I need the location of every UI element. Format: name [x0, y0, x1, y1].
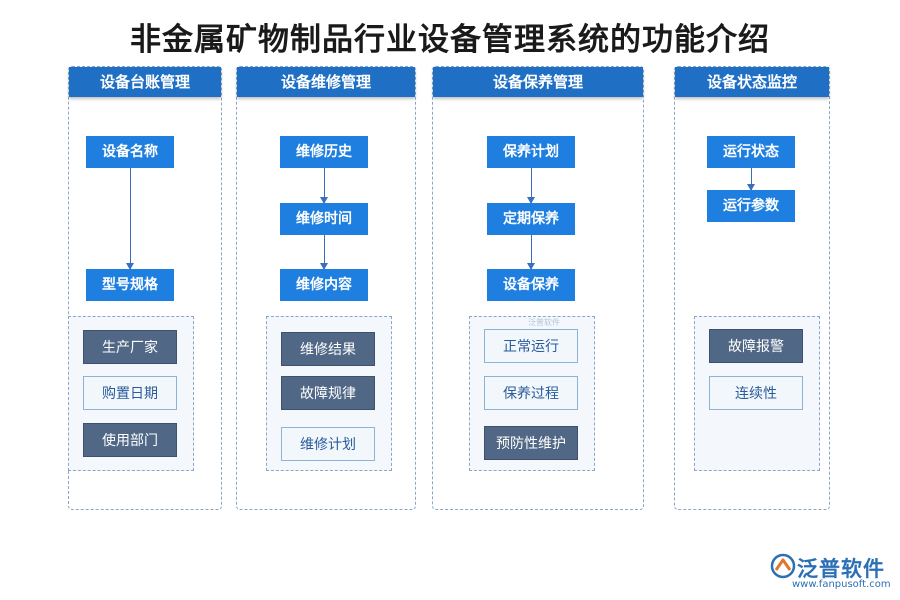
flow-node: 维修时间 — [280, 203, 368, 235]
flow-arrow — [527, 168, 535, 204]
column-equipment-ledger: 设备台账管理 — [68, 66, 222, 510]
sub-item: 保养过程 — [484, 376, 578, 410]
column-header: 设备台账管理 — [69, 67, 221, 97]
flow-node: 定期保养 — [487, 203, 575, 235]
sub-item: 连续性 — [709, 376, 803, 410]
logo-text: 泛普软件 — [797, 557, 885, 581]
sub-item: 故障报警 — [709, 329, 803, 363]
column-equipment-upkeep: 设备保养管理 — [432, 66, 644, 510]
flow-arrow — [320, 168, 328, 204]
flow-arrow — [126, 168, 134, 270]
flow-node: 型号规格 — [86, 269, 174, 301]
column-header: 设备状态监控 — [675, 67, 829, 97]
watermark-small: 泛普软件 — [528, 318, 560, 327]
column-equipment-maintenance: 设备维修管理 — [236, 66, 416, 510]
sub-item: 生产厂家 — [83, 330, 177, 364]
sub-item: 故障规律 — [281, 376, 375, 410]
flow-arrow — [747, 168, 755, 191]
column-header: 设备保养管理 — [433, 67, 643, 97]
sub-item: 维修计划 — [281, 427, 375, 461]
flow-node: 保养计划 — [487, 136, 575, 168]
sub-item: 使用部门 — [83, 423, 177, 457]
flow-node: 运行状态 — [707, 136, 795, 168]
sub-item: 维修结果 — [281, 332, 375, 366]
logo-icon — [770, 553, 796, 579]
column-header: 设备维修管理 — [237, 67, 415, 97]
flow-node: 维修内容 — [280, 269, 368, 301]
sub-item: 正常运行 — [484, 329, 578, 363]
column-equipment-monitoring: 设备状态监控 — [674, 66, 830, 510]
flow-arrow — [527, 235, 535, 270]
flow-arrow — [320, 235, 328, 270]
logo-url: www.fanpusoft.com — [792, 579, 891, 590]
flow-node: 维修历史 — [280, 136, 368, 168]
flow-node: 运行参数 — [707, 190, 795, 222]
page-title: 非金属矿物制品行业设备管理系统的功能介绍 — [130, 22, 770, 58]
flow-node: 设备保养 — [487, 269, 575, 301]
sub-item: 预防性维护 — [484, 426, 578, 460]
sub-item: 购置日期 — [83, 376, 177, 410]
brand-logo: 泛普软件 — [770, 553, 890, 581]
flow-node: 设备名称 — [86, 136, 174, 168]
